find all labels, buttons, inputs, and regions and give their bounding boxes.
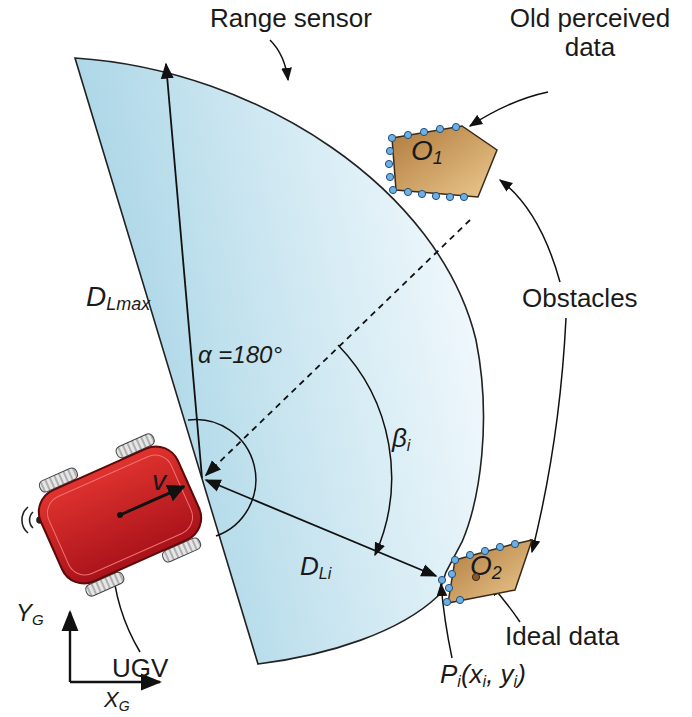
sensor-label: Range sensor [210, 3, 372, 33]
angle-symbol: β [392, 423, 407, 453]
axis-label-group: XG [104, 688, 130, 713]
symbol-label: O [411, 135, 433, 166]
callout-label: Obstacles [522, 283, 638, 313]
distance-symbol: Li [319, 565, 331, 582]
axis-label: G [32, 611, 44, 628]
point-symbol: (x [461, 659, 483, 689]
ugv-vehicle: v [20, 430, 220, 600]
distance-symbol: D [300, 551, 319, 581]
point-symbol: , y [486, 659, 513, 689]
distance-symbol-group: DLi [300, 552, 331, 582]
subscript-index: 1 [433, 148, 443, 168]
point-symbol-group: Pi(xi, yi) [440, 660, 526, 690]
angle-symbol: i [407, 437, 411, 454]
callout-label-group: Ideal data [505, 622, 619, 651]
vehicle-label: UGV [112, 653, 168, 683]
beam-distance-arrow [206, 480, 436, 576]
obstacle-shape: O1 [385, 120, 503, 202]
axis-label: X [104, 687, 119, 712]
sensor-range-sector [75, 58, 483, 664]
angle-label: α =180° [198, 341, 282, 368]
symbol-label: v [152, 465, 166, 496]
obstacles-leader-1 [500, 180, 560, 282]
range-symbol-group: DLmax [86, 282, 150, 313]
callout-label-group: Obstacles [522, 284, 638, 313]
symbol-label: O [470, 550, 492, 581]
callout-label: Old perceived data [510, 3, 670, 62]
range-symbol: D [86, 281, 106, 312]
obstacle-shape-outline [385, 120, 503, 202]
sensor-label-group: Range sensor [210, 4, 372, 33]
callout-label-group: Old perceived data [492, 4, 688, 61]
vehicle-label-group: UGV [112, 654, 168, 683]
old-data-leader [470, 92, 548, 126]
point-symbol: ) [517, 659, 526, 689]
axis-label: Y [16, 599, 32, 626]
obstacles-leader-2 [532, 318, 566, 552]
subscript-index: 2 [492, 563, 502, 583]
point-symbol: i [514, 673, 518, 690]
max-range-arrow [166, 64, 202, 478]
callout-label: Ideal data [505, 621, 619, 651]
point-symbol: i [483, 673, 487, 690]
axis-label-group: YG [16, 600, 44, 627]
angle-symbol-group: βi [392, 424, 410, 454]
point-symbol: P [440, 659, 457, 689]
obstacle-shape: O2 [440, 535, 536, 607]
range-sensor-leader [270, 40, 288, 80]
axis-label: G [119, 698, 130, 714]
beta-angle-arc [338, 345, 392, 555]
point-symbol: i [457, 673, 461, 690]
range-symbol: Lmax [106, 294, 150, 314]
angle-label-group: α =180° [198, 342, 282, 368]
ugv-vehicle-outline [20, 430, 220, 600]
